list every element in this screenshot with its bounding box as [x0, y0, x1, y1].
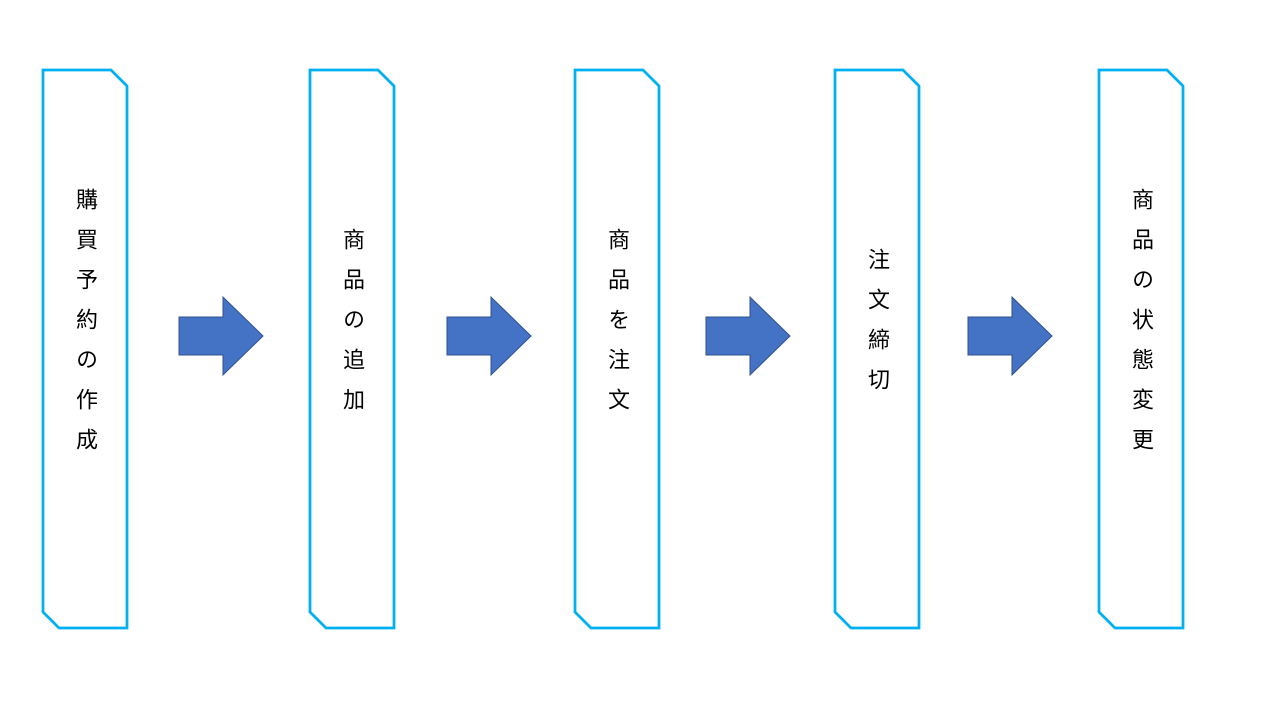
flow-step-label: 購買予約の作成: [73, 188, 98, 468]
flow-step-2: 商品の追加: [308, 68, 396, 630]
snip-corner-rectangle-icon: [833, 68, 921, 630]
flow-step-4: 注文締切: [833, 68, 921, 630]
snip-corner-rectangle-icon: [308, 68, 396, 630]
right-arrow-icon: [967, 295, 1053, 377]
flow-step-label: 商品を注文: [605, 228, 630, 428]
flow-step-1: 購買予約の作成: [41, 68, 129, 630]
snip-corner-rectangle-icon: [573, 68, 661, 630]
flow-step-3: 商品を注文: [573, 68, 661, 630]
snip-corner-rectangle-icon: [1097, 68, 1185, 630]
flow-step-label: 商品の状態変更: [1129, 188, 1154, 468]
flow-step-label: 注文締切: [865, 248, 890, 408]
right-arrow-icon: [705, 295, 791, 377]
right-arrow-icon: [446, 295, 532, 377]
snip-corner-rectangle-icon: [41, 68, 129, 630]
flow-step-5: 商品の状態変更: [1097, 68, 1185, 630]
right-arrow-icon: [178, 295, 264, 377]
flow-step-label: 商品の追加: [340, 228, 365, 428]
